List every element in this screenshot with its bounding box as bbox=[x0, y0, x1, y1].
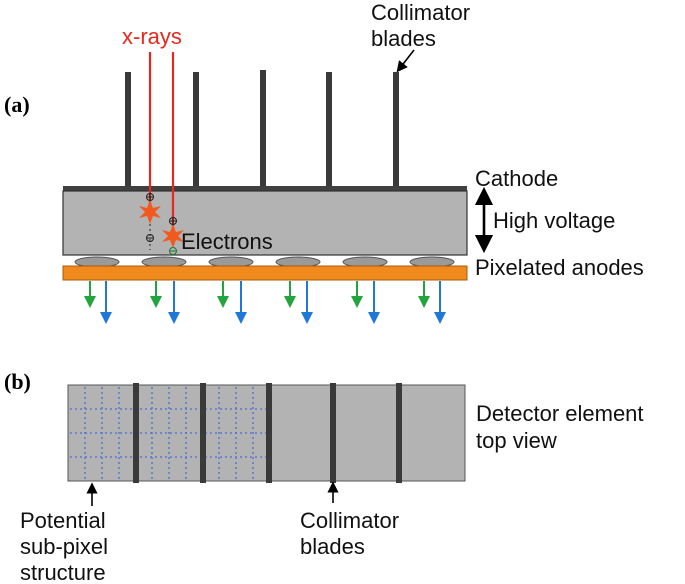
detector-element bbox=[397, 384, 466, 482]
collimator-blade bbox=[396, 383, 402, 483]
collimator-blade bbox=[133, 383, 139, 483]
detector-element bbox=[268, 384, 333, 482]
collimator-label-line2: blades bbox=[371, 26, 436, 51]
collimator-blade bbox=[193, 72, 199, 186]
hole-symbol bbox=[146, 193, 154, 201]
electron-symbol bbox=[169, 247, 177, 255]
subpixel-label-line1: Potential bbox=[20, 508, 106, 533]
collimator-blade bbox=[266, 383, 272, 483]
subpixel-label-line3: structure bbox=[20, 560, 106, 584]
collimator-blades-top-view bbox=[133, 383, 402, 483]
pixelated-anodes-label: Pixelated anodes bbox=[475, 255, 644, 280]
collimator-blade bbox=[125, 72, 131, 186]
collimator-label-line1: Collimator bbox=[371, 0, 470, 25]
detector-element-label-line2: top view bbox=[476, 428, 557, 453]
electron-symbol bbox=[146, 234, 154, 242]
anode-bar bbox=[62, 265, 468, 281]
electrons-label: Electrons bbox=[181, 229, 273, 254]
detector-element bbox=[331, 384, 399, 482]
panel-b-label: (b) bbox=[4, 369, 31, 394]
high-voltage-label: High voltage bbox=[493, 208, 615, 233]
signal-arrows bbox=[84, 281, 446, 324]
collimator-b-label-line1: Collimator bbox=[300, 508, 399, 533]
cathode-layer bbox=[63, 186, 467, 192]
collimator-blade bbox=[260, 70, 266, 186]
panel-a-label: (a) bbox=[4, 92, 30, 117]
detector-crystal bbox=[62, 190, 468, 256]
collimator-pointer-arrow bbox=[396, 49, 415, 73]
collimator-b-label-line2: blades bbox=[300, 534, 365, 559]
detector-element-label-line1: Detector element bbox=[476, 401, 644, 426]
interaction-star bbox=[162, 224, 184, 248]
collimator-blade bbox=[326, 72, 332, 186]
collimator-blade bbox=[393, 72, 399, 186]
hole-symbol bbox=[169, 217, 177, 225]
subpixel-label-line2: sub-pixel bbox=[20, 534, 108, 559]
subpixel-grid bbox=[70, 387, 267, 479]
collimator-blades-side bbox=[125, 70, 399, 186]
collimator-blade bbox=[200, 383, 206, 483]
cathode-label: Cathode bbox=[475, 166, 558, 191]
interaction-star bbox=[139, 200, 161, 224]
xrays-label: x-rays bbox=[122, 24, 182, 49]
charge-carriers bbox=[146, 193, 177, 255]
collimator-blade bbox=[330, 383, 336, 483]
